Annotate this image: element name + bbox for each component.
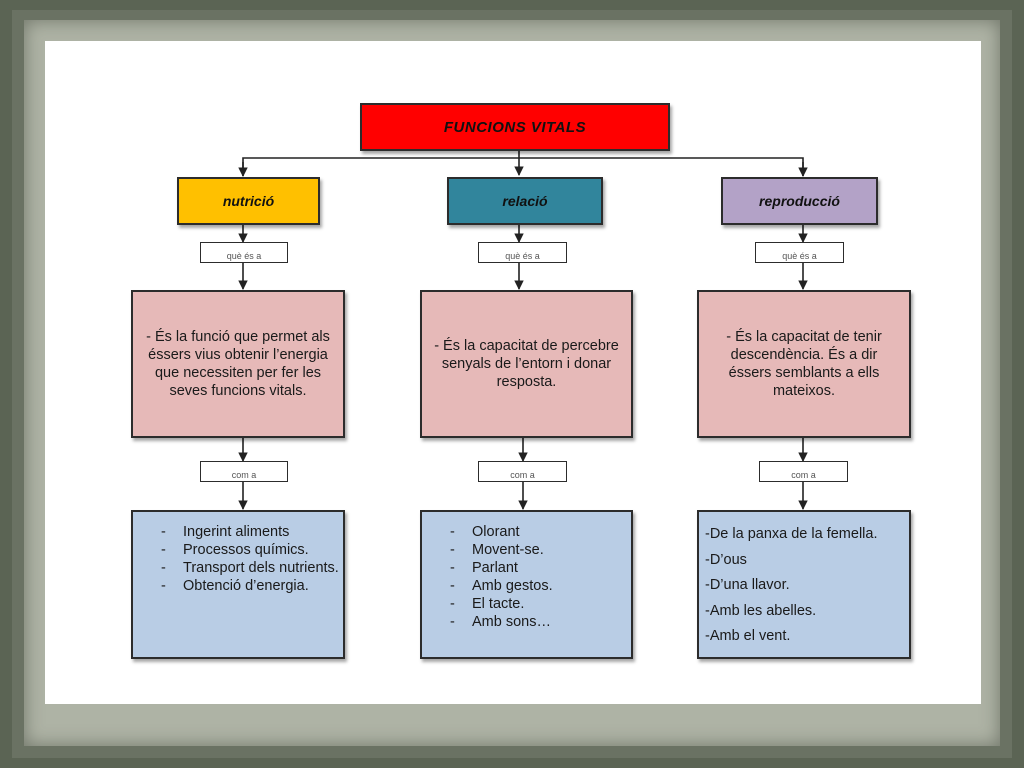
definition-reproduccio: - És la capacitat de tenir descendència.… [697, 290, 911, 438]
definition-nutricio: - És la funció que permet als éssers viu… [131, 290, 345, 438]
connector-label-top-reproduccio: què és a [755, 242, 844, 263]
connector-label-top-nutricio: què és a [200, 242, 288, 263]
category-label: reproducció [759, 193, 840, 209]
list-item: -De la panxa de la femella. [705, 526, 878, 542]
title-box: FUNCIONS VITALS [360, 103, 670, 151]
list-item: Obtenció d’energia. [161, 577, 339, 595]
title-text: FUNCIONS VITALS [443, 118, 587, 136]
list-item: -Amb les abelles. [705, 602, 817, 619]
list-item: Parlant [450, 559, 553, 577]
list-item: El tacte. [450, 595, 553, 613]
category-label: nutrició [222, 193, 275, 209]
category-nutricio: nutrició [177, 177, 320, 225]
definition-text: - És la capacitat de percebre senyals de… [434, 338, 619, 390]
connector-label-bottom-reproduccio: com a [759, 461, 848, 482]
examples-reproduccio: -De la panxa de la femella. -D’ous -D’un… [697, 510, 911, 659]
category-reproduccio: reproducció [721, 177, 878, 225]
category-label: relació [502, 193, 548, 209]
list-item: Amb sons… [450, 613, 553, 631]
list-item: Movent-se. [450, 541, 553, 559]
definition-text: - És la funció que permet als éssers viu… [146, 329, 330, 399]
list-item: -D’una llavor. [705, 577, 790, 593]
examples-nutricio: Ingerint aliments Processos químics. Tra… [131, 510, 345, 659]
list-item: Transport dels nutrients. [161, 559, 339, 577]
list-item: Amb gestos. [450, 577, 553, 595]
definition-text: - És la capacitat de tenir descendència.… [726, 329, 882, 399]
examples-list: Ingerint aliments Processos químics. Tra… [161, 523, 339, 595]
definition-relacio: - És la capacitat de percebre senyals de… [420, 290, 633, 438]
list-item: Olorant [450, 523, 553, 541]
connector-label-bottom-nutricio: com a [200, 461, 288, 482]
category-relacio: relació [447, 177, 603, 225]
connector-label-top-relacio: què és a [478, 242, 567, 263]
connector-title-branches [242, 157, 804, 176]
examples-relacio: Olorant Movent-se. Parlant Amb gestos. E… [420, 510, 633, 659]
list-item: -Amb el vent. [705, 628, 791, 644]
list-item: Processos químics. [161, 541, 339, 559]
examples-list: Olorant Movent-se. Parlant Amb gestos. E… [450, 523, 553, 631]
examples-list: -De la panxa de la femella. -D’ous -D’un… [705, 522, 878, 650]
connector-label-bottom-relacio: com a [478, 461, 567, 482]
list-item: Ingerint aliments [161, 523, 339, 541]
list-item: -D’ous [705, 551, 747, 568]
